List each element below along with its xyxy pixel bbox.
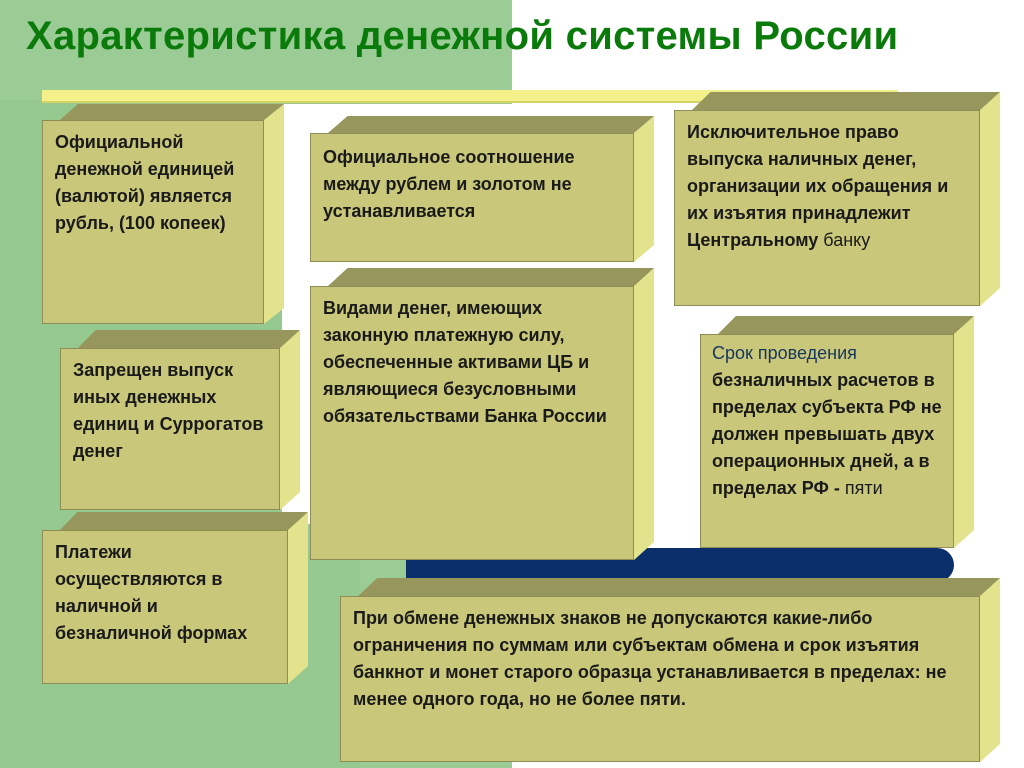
slide-title: Характеристика денежной системы России: [26, 14, 899, 58]
box-money-types: Видами денег, имеющих законную платежную…: [310, 268, 654, 560]
box-gold-ratio: Официальное соотношение между рублем и з…: [310, 116, 654, 262]
box-exchange-rules: При обмене денежных знаков не допускаютс…: [340, 578, 1000, 762]
box-gold-ratio-text: Официальное соотношение между рублем и з…: [323, 147, 575, 221]
yellow-divider-bar: [42, 90, 898, 103]
box-exchange-rules-text: При обмене денежных знаков не допускаютс…: [353, 608, 947, 709]
box-settlement-period-text: безналичных расчетов в пределах субъекта…: [712, 370, 942, 498]
box-surrogates-ban: Запрещен выпуск иных денежных единиц и С…: [60, 330, 300, 510]
box-settlement-period-tail: пяти: [839, 478, 883, 498]
box-currency-unit: Официальной денежной единицей (валютой) …: [42, 104, 284, 324]
box-payments: Платежи осуществляются в наличной и безн…: [42, 512, 308, 684]
box-settlement-period-face: [700, 334, 954, 548]
background-white-header: [512, 0, 1024, 92]
box-currency-unit-text: Официальной денежной единицей (валютой) …: [55, 132, 235, 233]
box-central-bank-right-tail: банку: [818, 230, 871, 250]
box-central-bank-right-text: Исключительное право выпуска наличных де…: [687, 122, 949, 250]
box-settlement-period: Срок проведения безналичных расчетов в пр…: [700, 316, 974, 548]
box-money-types-text: Видами денег, имеющих законную платежную…: [323, 298, 607, 426]
box-central-bank-right: Исключительное право выпуска наличных де…: [674, 92, 1000, 306]
box-settlement-period-lead: Срок проведения: [712, 343, 857, 363]
box-payments-text: Платежи осуществляются в наличной и безн…: [55, 542, 248, 643]
box-surrogates-ban-text: Запрещен выпуск иных денежных единиц и С…: [73, 360, 264, 461]
